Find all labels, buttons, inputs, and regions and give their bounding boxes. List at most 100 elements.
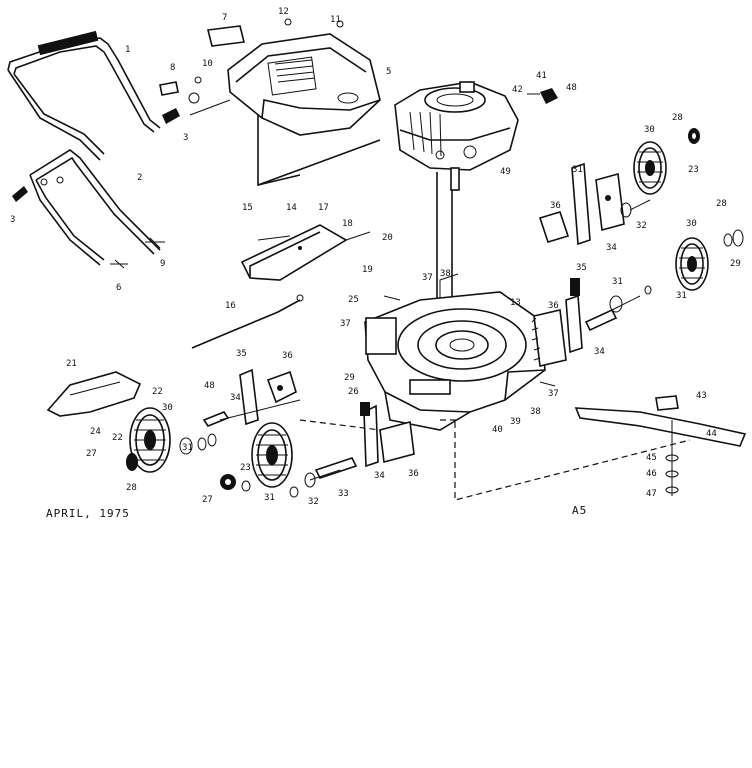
callout-29: 29 <box>344 373 355 383</box>
height-adjuster-right-front <box>565 278 583 354</box>
callout-27: 27 <box>86 449 97 459</box>
callout-37: 37 <box>340 319 351 329</box>
callout-42: 42 <box>512 85 523 95</box>
small-decal <box>159 81 179 96</box>
blade-hardware <box>665 420 679 496</box>
engine-shroud <box>227 33 381 136</box>
engine <box>394 81 519 191</box>
callout-23b: 23 <box>240 463 251 473</box>
callout-32: 32 <box>308 497 319 507</box>
callout-46: 46 <box>646 469 657 479</box>
callout-36c: 36 <box>550 201 561 211</box>
callout-16: 16 <box>225 301 236 311</box>
callout-14: 14 <box>286 203 297 213</box>
callout-31d: 31 <box>676 291 687 301</box>
callout-labels: 1 2 3 3 5 7 8 10 11 12 13 14 15 16 17 18… <box>10 7 741 507</box>
callout-7: 7 <box>222 13 227 23</box>
callout-6: 6 <box>116 283 121 293</box>
adjuster-gear-plate <box>531 211 570 367</box>
callout-36b: 36 <box>408 469 419 479</box>
callout-11: 11 <box>330 15 341 25</box>
callout-5: 5 <box>386 67 391 77</box>
throttle-cable <box>191 294 304 349</box>
wheel-washer-left <box>220 474 251 492</box>
callout-28: 28 <box>126 483 137 493</box>
wheel-hubcap-right <box>688 128 744 247</box>
handle-knob-right <box>162 108 180 124</box>
callout-30b: 30 <box>644 125 655 135</box>
callout-28c: 28 <box>716 199 727 209</box>
callout-30: 30 <box>162 403 173 413</box>
callout-48: 48 <box>204 381 215 391</box>
callout-45: 45 <box>646 453 657 463</box>
wheel-right-rear <box>633 141 667 195</box>
callout-20: 20 <box>382 233 393 243</box>
callout-24: 24 <box>90 427 101 437</box>
callout-40: 40 <box>492 425 503 435</box>
callout-36: 36 <box>282 351 293 361</box>
callout-19: 19 <box>362 265 373 275</box>
callout-39: 39 <box>510 417 521 427</box>
callout-17: 17 <box>318 203 329 213</box>
height-adjuster-right-rear <box>571 162 625 246</box>
callout-31e: 31 <box>264 493 275 503</box>
callout-35b: 35 <box>576 263 587 273</box>
callout-2: 2 <box>137 173 142 183</box>
handle-bolt <box>110 237 165 269</box>
mower-deck <box>364 291 546 431</box>
callout-44: 44 <box>706 429 717 439</box>
handle-knob-left <box>12 186 28 202</box>
callout-43: 43 <box>696 391 707 401</box>
callout-34d: 34 <box>594 347 605 357</box>
wheel-left-rear <box>129 407 171 473</box>
callout-38: 38 <box>440 269 451 279</box>
callout-31c: 31 <box>572 165 583 175</box>
handle-grip <box>37 30 99 56</box>
callout-15: 15 <box>242 203 253 213</box>
axle-left <box>289 457 358 498</box>
callout-26: 26 <box>348 387 359 397</box>
wheel-right-front <box>675 237 709 291</box>
callout-4: 3 <box>10 215 15 225</box>
callout-34c: 34 <box>606 243 617 253</box>
callout-36d: 36 <box>548 301 559 311</box>
page-code: A5 <box>572 504 587 517</box>
blade-adapter <box>655 395 679 411</box>
callout-35: 35 <box>236 349 247 359</box>
rear-skirt <box>46 371 142 417</box>
wheel-hubcap-left <box>126 453 138 471</box>
callout-21: 21 <box>66 359 77 369</box>
callout-27b: 27 <box>202 495 213 505</box>
height-adjuster-left-rear <box>239 368 297 426</box>
callout-29b: 29 <box>730 259 741 269</box>
callout-23: 23 <box>688 165 699 175</box>
callout-33: 33 <box>338 489 349 499</box>
axle-right <box>584 202 652 332</box>
decal <box>207 25 245 47</box>
callout-22b: 22 <box>112 433 123 443</box>
revision-date: APRIL, 1975 <box>46 507 130 520</box>
baffle-plate <box>240 224 348 281</box>
height-adjuster-left-front <box>360 402 415 468</box>
callout-28b: 28 <box>672 113 683 123</box>
upper-handle <box>7 30 161 161</box>
callout-34b: 34 <box>374 471 385 481</box>
callout-10: 10 <box>202 59 213 69</box>
wheel-left-front <box>251 422 293 488</box>
callout-3: 3 <box>183 133 188 143</box>
callout-49: 49 <box>500 167 511 177</box>
callout-30c: 30 <box>686 219 697 229</box>
callout-9: 9 <box>160 259 165 269</box>
callout-18: 18 <box>342 219 353 229</box>
engine-nut <box>540 88 558 104</box>
callout-37b: 37 <box>422 273 433 283</box>
callout-37c: 37 <box>548 389 559 399</box>
callout-47: 47 <box>646 489 657 499</box>
callout-13: 13 <box>510 298 521 308</box>
callout-31b: 31 <box>612 277 623 287</box>
shroud-screw <box>188 18 344 104</box>
cutting-blade <box>574 407 747 447</box>
callout-25: 25 <box>348 295 359 305</box>
callout-8: 8 <box>170 63 175 73</box>
